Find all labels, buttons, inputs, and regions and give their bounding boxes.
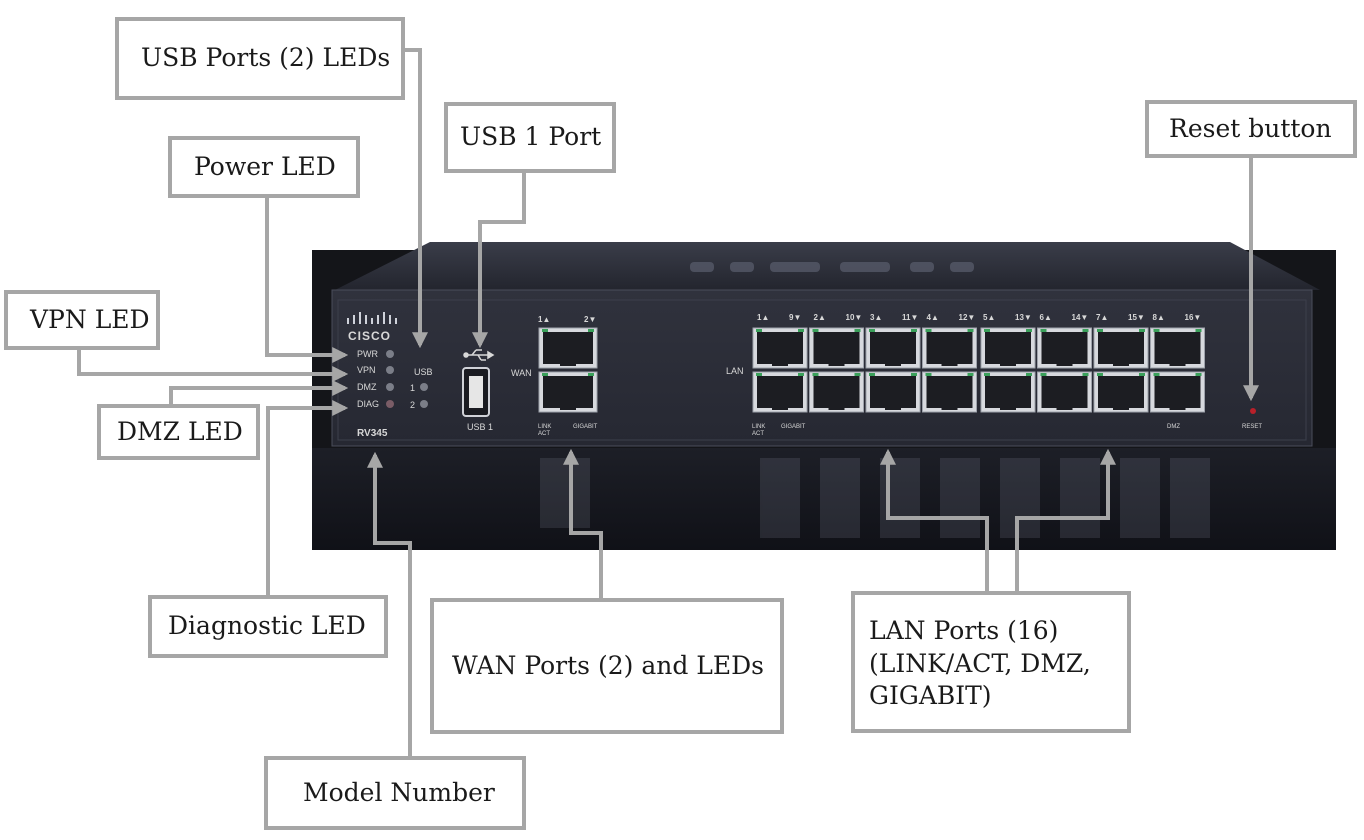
- callout-lan-ports: LAN Ports (16) (LINK/ACT, DMZ, GIGABIT): [851, 591, 1131, 733]
- lan-port-number: 5▲: [983, 313, 995, 322]
- lan-port-number: 15▼: [1128, 313, 1145, 322]
- dmz-led: [386, 383, 394, 391]
- lan-port-number: 3▲: [870, 313, 882, 322]
- wan-gigabit-label: GIGABIT: [573, 424, 598, 430]
- callout-usb-1-port: USB 1 Port: [444, 102, 616, 173]
- lan-port-bottom-14: [1037, 371, 1092, 413]
- callout-reset-button: Reset button: [1145, 100, 1357, 158]
- cisco-logo-top: [690, 262, 974, 272]
- lan-port-bottom-10: [809, 371, 864, 413]
- callout-dmz-led: DMZ LED: [97, 404, 260, 460]
- lan-port-top-3: [865, 327, 921, 369]
- diag-led: [386, 400, 394, 408]
- lan-port-top-5: [980, 327, 1036, 369]
- usb-led-label: USB: [414, 367, 433, 377]
- lan-port-number: 7▲: [1096, 313, 1108, 322]
- lan-label: LAN: [726, 366, 744, 376]
- lan-port-bottom-11: [865, 371, 921, 413]
- callout-usb-ports-leds: USB Ports (2) LEDs: [115, 17, 405, 100]
- lan-port-number: 10▼: [846, 313, 863, 322]
- lan-port-number: 9▼: [789, 313, 801, 322]
- lan-port-number: 6▲: [1040, 313, 1052, 322]
- wan-port-number-2: 2▼: [584, 315, 596, 324]
- lan-act-label: ACT: [752, 431, 764, 437]
- lan-port-top-6: [1037, 327, 1092, 369]
- model-number-label: RV345: [357, 428, 388, 439]
- usb-symbol-icon: [463, 349, 495, 361]
- lan-port-number: 13▼: [1015, 313, 1032, 322]
- usb-led-2: [420, 400, 428, 408]
- chassis-top: [335, 242, 1320, 290]
- lan-port-number: 4▲: [927, 313, 939, 322]
- lan-port-number: 16▼: [1185, 313, 1202, 322]
- lan-port-number: 2▲: [814, 313, 826, 322]
- lan-port-bottom-12: [922, 371, 977, 413]
- callout-model-number: Model Number: [264, 756, 526, 830]
- lan-port-number: 8▲: [1153, 313, 1165, 322]
- reset-label: RESET: [1242, 424, 1262, 430]
- lan-link-label: LINK: [752, 424, 765, 430]
- wan-port-2: [538, 371, 598, 413]
- pwr-led: [386, 350, 394, 358]
- lan-port-top-7: [1093, 327, 1149, 369]
- usb-1-label: USB 1: [467, 422, 493, 432]
- diag-label: DIAG: [357, 399, 379, 409]
- dmz-label: DMZ: [357, 382, 377, 392]
- lan-ports: [752, 327, 1205, 413]
- lan-gigabit-label: GIGABIT: [781, 424, 806, 430]
- wan-link-label: LINK: [538, 424, 551, 430]
- lan-port-bottom-9: [752, 371, 808, 413]
- lan-port-number: 14▼: [1072, 313, 1089, 322]
- cisco-bars-icon: [347, 312, 397, 324]
- lan-port-top-4: [922, 327, 977, 369]
- vpn-led: [386, 366, 394, 374]
- wan-ports: [538, 327, 598, 413]
- lan-port-bottom-13: [980, 371, 1036, 413]
- lan-port-numbers: 1▲ 9▼ 2▲ 10▼ 3▲ 11▼ 4▲ 12▼ 5▲ 13▼ 6▲ 14▼ 7▲ 15▼ 8▲ 16▼: [757, 313, 1201, 322]
- lan-port-top-8: [1150, 327, 1205, 369]
- lan-port-top-1: [752, 327, 808, 369]
- vpn-label: VPN: [357, 365, 376, 375]
- usb-led-1-label: 1: [410, 383, 415, 393]
- cisco-brand: CISCO: [348, 329, 391, 343]
- callout-power-led: Power LED: [168, 136, 360, 198]
- callout-wan-ports: WAN Ports (2) and LEDs: [430, 598, 784, 734]
- callout-vpn-led: VPN LED: [4, 290, 160, 350]
- usb-led-2-label: 2: [410, 400, 415, 410]
- lan-port-number: 1▲: [757, 313, 769, 322]
- surface-reflection: [312, 448, 1336, 550]
- wan-act-label: ACT: [538, 431, 550, 437]
- pwr-label: PWR: [357, 349, 378, 359]
- wan-label: WAN: [511, 368, 532, 378]
- lan-port-top-2: [809, 327, 864, 369]
- wan-port-number-1: 1▲: [538, 315, 550, 324]
- callout-diagnostic-led: Diagnostic LED: [148, 595, 388, 658]
- lan-port-number: 11▼: [902, 313, 918, 322]
- usb-port-tongue: [469, 376, 483, 408]
- lan-port-bottom-16: [1150, 371, 1205, 413]
- usb-led-1: [420, 383, 428, 391]
- lan-port-number: 12▼: [959, 313, 976, 322]
- wan-port-1: [538, 327, 598, 369]
- reset-hole: [1250, 408, 1256, 414]
- lan-dmz-label: DMZ: [1167, 424, 1180, 430]
- lan-port-bottom-15: [1093, 371, 1149, 413]
